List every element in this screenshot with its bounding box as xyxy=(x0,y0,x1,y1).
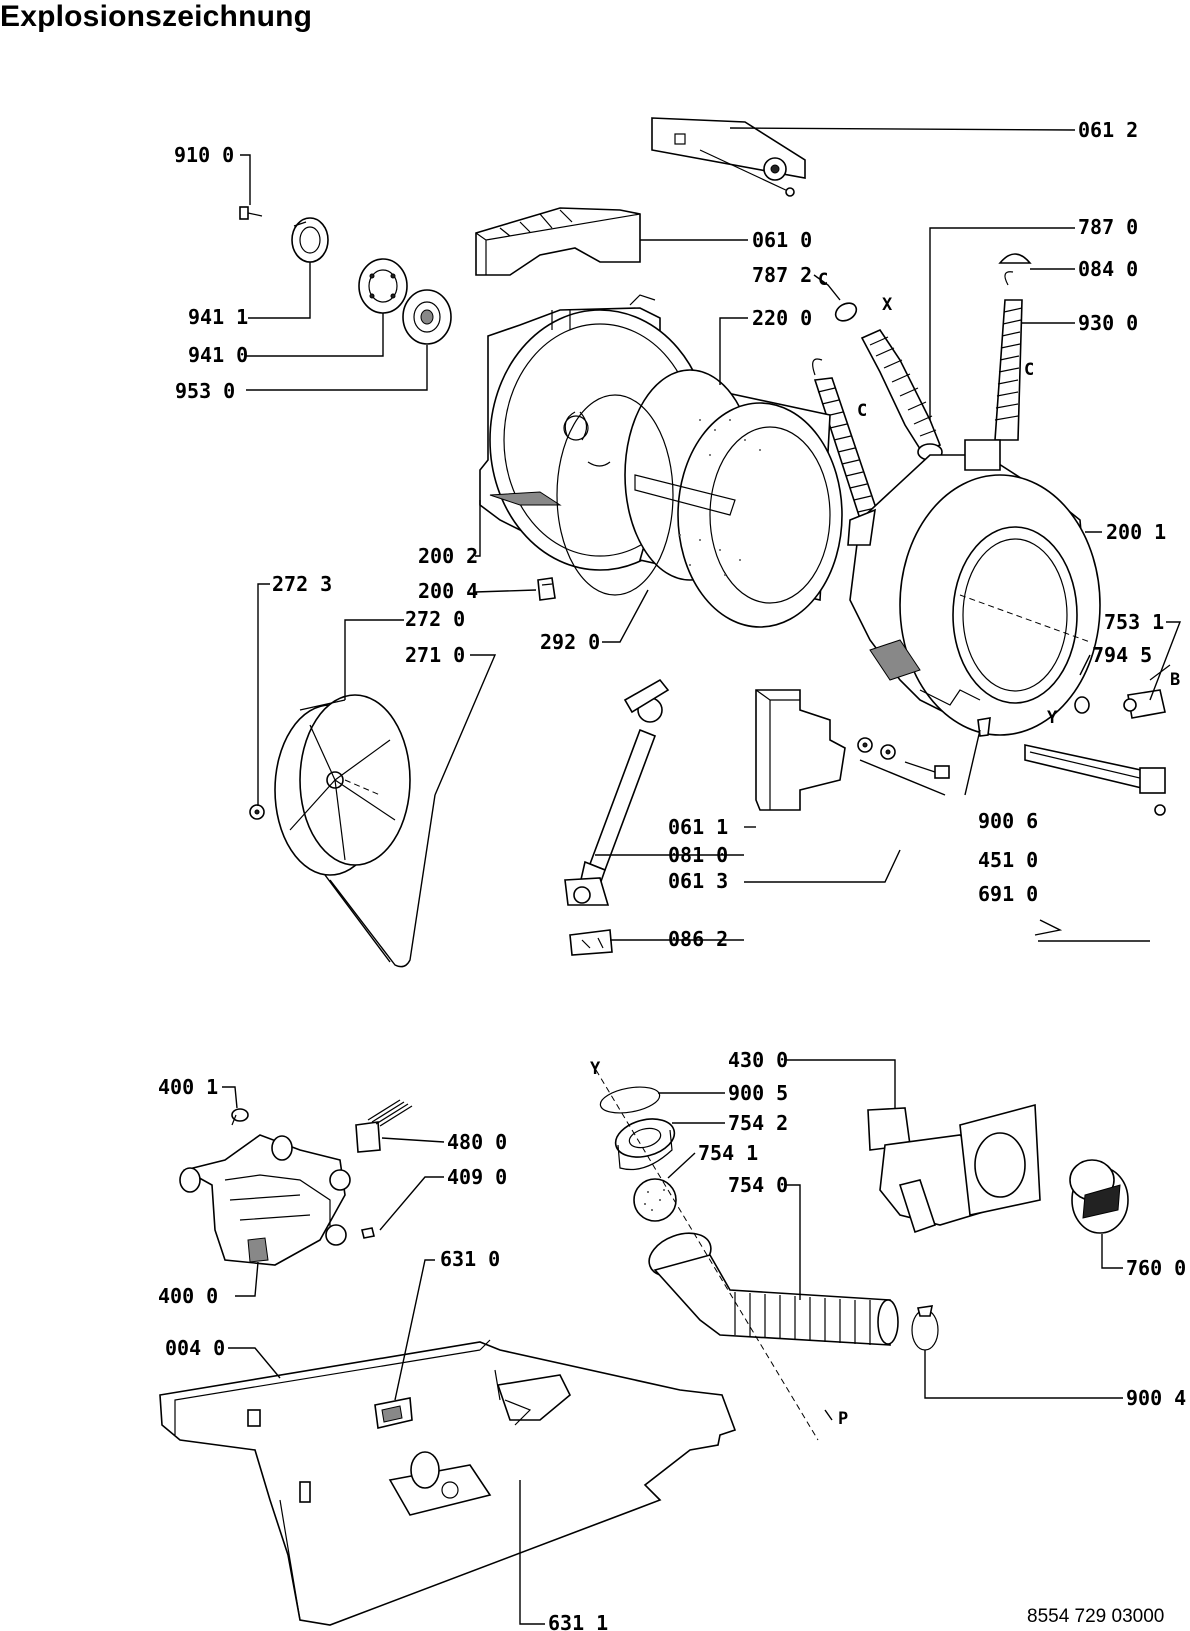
ref-letter-y-2: Y xyxy=(590,1059,601,1079)
sensor-753-1 xyxy=(1123,664,1171,719)
label-409-0: 409 0 xyxy=(447,1165,507,1189)
label-271-0: 271 0 xyxy=(405,643,465,667)
label-081-0: 081 0 xyxy=(668,843,728,867)
nut-794-5 xyxy=(1074,696,1090,714)
seal-754-2 xyxy=(614,1118,676,1171)
label-061-2: 061 2 xyxy=(1078,118,1138,142)
ref-letter-c-2: C xyxy=(1024,360,1034,380)
label-941-1: 941 1 xyxy=(188,305,248,329)
label-200-1: 200 1 xyxy=(1106,520,1166,544)
bracket-086-2 xyxy=(569,929,613,956)
front-tub-200-1 xyxy=(847,439,1101,736)
seal-953-0 xyxy=(402,289,452,345)
pump-430-0 xyxy=(867,1103,1041,1234)
ball-754-1 xyxy=(633,1178,677,1222)
bracket-rod-061-2 xyxy=(651,117,806,197)
label-400-0: 400 0 xyxy=(158,1284,218,1308)
heater-451-0 xyxy=(1024,744,1166,794)
label-061-3: 061 3 xyxy=(668,869,728,893)
page-title: Explosionszeichnung xyxy=(0,0,313,33)
label-631-1: 631 1 xyxy=(548,1611,608,1631)
label-754-2: 754 2 xyxy=(728,1111,788,1135)
label-941-0: 941 0 xyxy=(188,343,248,367)
label-480-0: 480 0 xyxy=(447,1130,507,1154)
label-292-0: 292 0 xyxy=(540,630,600,654)
motor-400-0 xyxy=(179,1134,351,1266)
label-691-0: 691 0 xyxy=(978,882,1038,906)
label-061-1: 061 1 xyxy=(668,815,728,839)
cap-084-0 xyxy=(998,253,1032,264)
nut-272-3 xyxy=(249,804,265,820)
bearing-941-0 xyxy=(358,258,408,314)
ref-letter-y-1: Y xyxy=(1047,708,1058,728)
spring-930-0 xyxy=(994,271,1023,441)
leader-lines xyxy=(222,127,1182,1625)
label-900-4: 900 4 xyxy=(1126,1386,1186,1410)
label-430-0: 430 0 xyxy=(728,1048,788,1072)
label-061-0: 061 0 xyxy=(752,228,812,252)
clamp-900-5 xyxy=(599,1086,661,1114)
clamp-787-2 xyxy=(834,302,858,322)
label-086-2: 086 2 xyxy=(668,927,728,951)
drain-hose-754-0 xyxy=(648,1232,899,1346)
document-number: 8554 729 03000 xyxy=(1027,1606,1165,1627)
counterweight-061-1 xyxy=(755,689,846,811)
clip-200-4 xyxy=(537,577,556,601)
drum-220-0 xyxy=(624,369,843,628)
label-004-0: 004 0 xyxy=(165,1336,225,1360)
label-084-0: 084 0 xyxy=(1078,257,1138,281)
label-272-3: 272 3 xyxy=(272,572,332,596)
label-787-0: 787 0 xyxy=(1078,215,1138,239)
label-754-0: 754 0 xyxy=(728,1173,788,1197)
seal-ring-292-0 xyxy=(556,394,674,596)
ref-letter-p: P xyxy=(838,1409,848,1429)
ref-letter-x: X xyxy=(882,295,893,315)
label-910-0: 910 0 xyxy=(174,143,234,167)
washers-bolt-061-3 xyxy=(857,737,950,779)
label-754-1: 754 1 xyxy=(698,1141,758,1165)
pulley-272-0 xyxy=(274,694,411,876)
nut-691-0 xyxy=(1154,804,1166,816)
label-900-6: 900 6 xyxy=(978,809,1038,833)
label-631-0: 631 0 xyxy=(440,1247,500,1271)
label-787-2: 787 2 xyxy=(752,263,812,287)
label-753-1: 753 1 xyxy=(1104,610,1164,634)
ref-letter-c-1: C xyxy=(857,401,867,421)
belt-271-0 xyxy=(324,794,436,968)
label-200-2: 200 2 xyxy=(418,544,478,568)
bearing-941-1 xyxy=(291,217,329,263)
label-220-0: 220 0 xyxy=(752,306,812,330)
label-900-5: 900 5 xyxy=(728,1081,788,1105)
brush-409-0 xyxy=(361,1227,375,1239)
label-200-4: 200 4 xyxy=(418,579,478,603)
label-451-0: 451 0 xyxy=(978,848,1038,872)
connector-480-0 xyxy=(355,1099,413,1153)
ref-letter-c-3: C xyxy=(818,270,828,290)
label-930-0: 930 0 xyxy=(1078,311,1138,335)
filter-760-0 xyxy=(1069,1159,1129,1234)
label-794-5: 794 5 xyxy=(1092,643,1152,667)
ref-letter-b: B xyxy=(1170,670,1180,690)
label-272-0: 272 0 xyxy=(405,607,465,631)
label-953-0: 953 0 xyxy=(175,379,235,403)
screw-910-0 xyxy=(239,206,263,220)
screw-400-1 xyxy=(231,1108,249,1126)
clamp-900-4 xyxy=(911,1305,939,1351)
label-400-1: 400 1 xyxy=(158,1075,218,1099)
shock-absorber-081-0 xyxy=(564,678,670,906)
base-plate-004-0 xyxy=(159,1339,737,1626)
counterweight-061-0 xyxy=(475,207,641,276)
label-760-0: 760 0 xyxy=(1126,1256,1186,1280)
